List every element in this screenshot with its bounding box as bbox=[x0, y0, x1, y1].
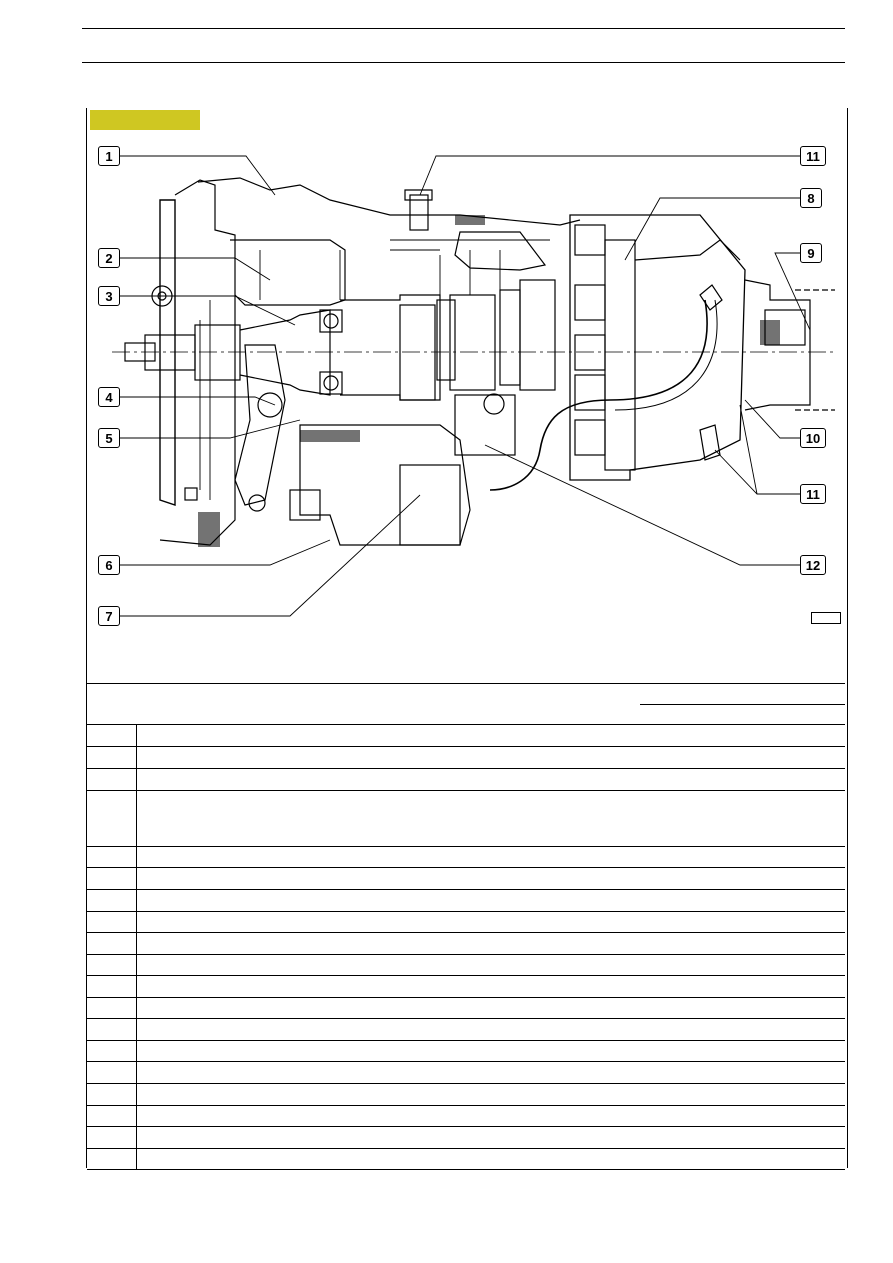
output-flange bbox=[744, 279, 811, 411]
callout-5: 5 bbox=[98, 428, 120, 448]
clutch-housing bbox=[159, 199, 176, 506]
callout-1: 1 bbox=[98, 146, 120, 166]
row-number-cell bbox=[87, 890, 137, 911]
row-number-cell bbox=[87, 769, 137, 790]
table-row bbox=[87, 868, 845, 890]
row-number-cell bbox=[87, 791, 137, 846]
callout-9: 9 bbox=[800, 243, 822, 263]
leader-5 bbox=[120, 419, 301, 439]
leader-10 bbox=[744, 399, 800, 439]
leader-7 bbox=[120, 494, 421, 617]
hydraulic-pipe bbox=[489, 299, 708, 491]
input-shaft bbox=[124, 342, 156, 362]
row-number-cell bbox=[87, 1041, 137, 1061]
table-row bbox=[87, 847, 845, 868]
row-number-cell bbox=[87, 725, 137, 746]
callout-11-top: 11 bbox=[800, 146, 826, 166]
table-row bbox=[87, 1084, 845, 1106]
row-number-cell bbox=[87, 1106, 137, 1126]
row-number-cell bbox=[87, 912, 137, 932]
table-row bbox=[87, 912, 845, 933]
table-row bbox=[87, 890, 845, 912]
table-row bbox=[87, 1127, 845, 1149]
table-row bbox=[87, 769, 845, 791]
figure-tag-bar bbox=[90, 110, 200, 130]
callout-12: 12 bbox=[800, 555, 826, 575]
leader-9 bbox=[774, 252, 811, 331]
header-bottom-rule bbox=[82, 62, 845, 63]
legend-table-header bbox=[87, 683, 845, 725]
callout-6: 6 bbox=[98, 555, 120, 575]
table-row bbox=[87, 1106, 845, 1127]
table-row bbox=[87, 1062, 845, 1084]
figure-frame bbox=[86, 108, 848, 1168]
bearing-front bbox=[319, 309, 343, 333]
row-number-cell bbox=[87, 955, 137, 975]
callout-8: 8 bbox=[800, 188, 822, 208]
row-number-cell bbox=[87, 1149, 137, 1169]
callout-10: 10 bbox=[800, 428, 826, 448]
row-number-cell bbox=[87, 1062, 137, 1083]
main-housing bbox=[340, 294, 441, 401]
leader-11-top bbox=[419, 155, 800, 196]
leader-11-bottom bbox=[714, 449, 800, 495]
table-row bbox=[87, 976, 845, 998]
leader-12 bbox=[484, 444, 800, 566]
row-number-cell bbox=[87, 933, 137, 954]
callout-11-bottom: 11 bbox=[800, 484, 826, 504]
row-number-cell bbox=[87, 747, 137, 768]
row-number-cell bbox=[87, 998, 137, 1018]
header-top-rule bbox=[82, 28, 845, 29]
callout-7: 7 bbox=[98, 606, 120, 626]
leader-1 bbox=[120, 155, 276, 196]
row-number-cell bbox=[87, 976, 137, 997]
table-row bbox=[87, 747, 845, 769]
table-row bbox=[87, 1041, 845, 1062]
row-number-cell bbox=[87, 1019, 137, 1040]
table-row bbox=[87, 725, 845, 747]
table-row bbox=[87, 791, 845, 847]
table-row bbox=[87, 933, 845, 955]
callout-4: 4 bbox=[98, 387, 120, 407]
table-row bbox=[87, 1019, 845, 1041]
row-number-cell bbox=[87, 847, 137, 867]
row-number-cell bbox=[87, 868, 137, 889]
clutch-lever bbox=[234, 344, 286, 506]
row-number-cell bbox=[87, 1127, 137, 1148]
callout-3: 3 bbox=[98, 286, 120, 306]
row-number-cell bbox=[87, 1084, 137, 1105]
leader-2 bbox=[120, 257, 271, 281]
table-row bbox=[87, 1149, 845, 1170]
table-row bbox=[87, 998, 845, 1019]
table-row bbox=[87, 955, 845, 976]
rear-housing bbox=[569, 214, 746, 481]
gearbox-section-drawing bbox=[112, 155, 835, 617]
leader-3 bbox=[120, 295, 296, 326]
leader-6 bbox=[120, 539, 331, 566]
leader-4 bbox=[120, 396, 276, 406]
callout-2: 2 bbox=[98, 248, 120, 268]
leader-8 bbox=[624, 197, 800, 261]
header-underline bbox=[640, 704, 845, 705]
figure-number-box bbox=[811, 612, 841, 624]
